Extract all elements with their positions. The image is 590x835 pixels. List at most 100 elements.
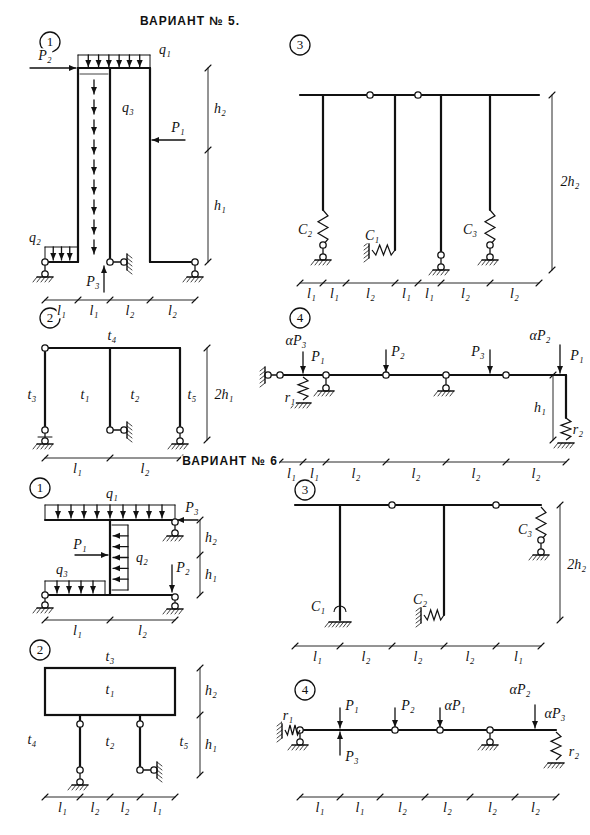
hinge [538, 549, 544, 555]
frame-stroke [75, 297, 81, 303]
frame-stroke [33, 444, 37, 449]
frame-stroke [127, 254, 132, 258]
scheme-label: t₁ [105, 682, 116, 697]
hinge [77, 779, 83, 785]
load-arrow [159, 511, 165, 518]
frame-stroke [536, 280, 542, 286]
frame-stroke [105, 581, 106, 594]
hinge [415, 92, 421, 98]
frame-stroke [179, 609, 183, 614]
frame-stroke [292, 745, 296, 750]
load-arrow [67, 253, 73, 260]
scheme-label: r₁ [282, 708, 294, 723]
rotational-spring [334, 606, 346, 612]
frame-stroke [318, 391, 322, 396]
frame-stroke [560, 505, 561, 620]
hinge [383, 372, 389, 378]
frame-stroke [300, 283, 539, 284]
frame-stroke [80, 74, 108, 75]
frame-stroke [549, 267, 555, 273]
scheme-label: l₁ [57, 800, 68, 815]
variant-title: ВАРИАНТ № 6 [181, 455, 279, 468]
frame-stroke [77, 794, 83, 800]
frame-stroke [77, 68, 79, 262]
frame-stroke [329, 622, 333, 627]
frame-stroke [197, 592, 203, 598]
scheme-label: l₁ [72, 461, 83, 476]
frame-stroke [107, 794, 113, 800]
figure-circle [295, 480, 315, 500]
scheme-label: l₂ [140, 461, 151, 476]
load-arrow [91, 107, 97, 114]
load-arrow [116, 60, 122, 67]
load-arrow [101, 552, 108, 558]
scheme-number: 4 [296, 311, 305, 325]
frame-stroke [157, 778, 162, 782]
load-arrow [133, 511, 139, 518]
frame-stroke [175, 609, 179, 614]
frame-stroke [127, 266, 132, 270]
frame-stroke [277, 726, 282, 730]
figure-circle [295, 680, 315, 700]
hinge [172, 519, 178, 525]
frame-stroke [538, 643, 544, 649]
scheme-label: l₁ [315, 800, 326, 815]
scheme-label: l₂ [361, 649, 372, 664]
scheme-label: l₂ [460, 286, 471, 301]
spring [561, 418, 571, 440]
frame-stroke [486, 745, 490, 750]
hinge [42, 427, 48, 433]
load-arrow [91, 147, 97, 154]
spring [551, 732, 561, 760]
frame-stroke [482, 745, 486, 750]
hinge [192, 271, 198, 277]
scheme-label: l₁ [355, 800, 366, 815]
frame-stroke [207, 348, 208, 440]
frame-stroke [300, 745, 304, 750]
frame-stroke [552, 95, 553, 270]
frame-stroke [107, 617, 113, 623]
frame-stroke [167, 536, 171, 541]
frame-stroke [260, 379, 265, 383]
frame-stroke [179, 536, 183, 541]
frame-stroke [549, 92, 555, 98]
frame-stroke [557, 617, 563, 623]
frame-stroke [364, 254, 369, 258]
frame-stroke [315, 260, 319, 265]
frame-stroke [429, 270, 433, 275]
frame-stroke [157, 774, 162, 778]
frame-stroke [416, 623, 421, 627]
scheme-label: l₂ [411, 466, 422, 481]
scheme-label: C₁ [310, 599, 326, 614]
hinge [392, 727, 398, 733]
spring [536, 507, 546, 540]
scheme-label: l₂ [167, 303, 178, 318]
hinge [443, 385, 449, 391]
frame-stroke [41, 277, 45, 282]
hinge [487, 739, 493, 745]
scheme-label: l₁ [152, 800, 163, 815]
figure-circle [30, 478, 50, 498]
load-arrow [91, 87, 97, 94]
frame-stroke [184, 444, 188, 449]
load-arrow [91, 247, 97, 254]
frame-stroke [127, 426, 132, 430]
scheme-label: q₂ [28, 230, 42, 245]
scheme-label: h₂ [213, 101, 227, 116]
scheme-label: P₁ [310, 349, 325, 364]
load-arrow [113, 576, 120, 582]
frame-stroke [300, 729, 556, 731]
scheme-label: αP₃ [544, 706, 567, 721]
frame-stroke [489, 95, 491, 210]
frame-stroke [191, 277, 195, 282]
frame-stroke [260, 383, 265, 387]
load-arrow [91, 227, 97, 234]
scheme-label: P₃ [85, 274, 100, 289]
frame-stroke [537, 555, 541, 560]
scheme-label: C₃ [517, 522, 533, 537]
hinge [277, 372, 283, 378]
hinge [438, 252, 444, 258]
frame-stroke [180, 444, 184, 449]
frame-stroke [195, 277, 199, 282]
frame-stroke [292, 643, 298, 649]
